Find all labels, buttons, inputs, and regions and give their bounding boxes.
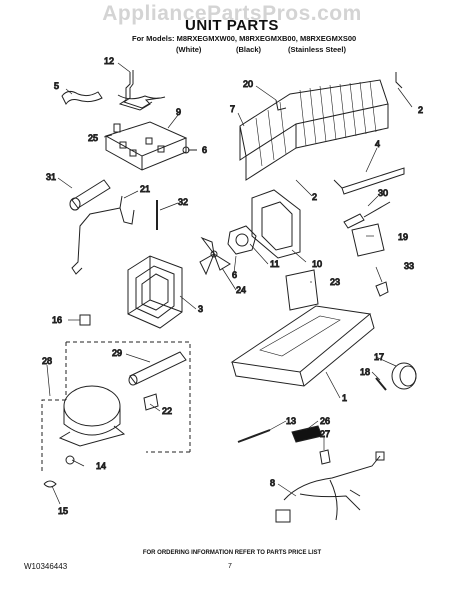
part-grommet — [65, 455, 75, 465]
part-base-plate — [230, 305, 375, 387]
callout: 32 — [178, 197, 188, 207]
part-condenser — [239, 72, 403, 181]
part-tube — [237, 429, 271, 443]
part-axle — [375, 377, 387, 391]
part-spring-clip — [43, 480, 57, 488]
variant-stainless: (Stainless Steel) — [288, 45, 346, 54]
callout: 33 — [404, 261, 414, 271]
part-drain-tube — [341, 167, 405, 195]
callout: 9 — [176, 107, 181, 117]
part-small-clip — [375, 281, 389, 297]
callout: 30 — [378, 188, 388, 198]
part-overload — [143, 393, 159, 411]
callout: 12 — [104, 56, 114, 66]
callout: 25 — [88, 133, 98, 143]
callout: 11 — [270, 259, 279, 269]
leader-lines — [46, 62, 413, 505]
callout: 20 — [243, 79, 253, 89]
part-pad — [291, 425, 323, 443]
callout: 10 — [312, 259, 322, 269]
callout: 19 — [398, 232, 408, 242]
part-wheel — [391, 362, 417, 390]
callout: 23 — [330, 277, 340, 287]
variant-black: (Black) — [236, 45, 262, 54]
callout-labels: 12 5 9 25 6 20 7 2 4 2 31 21 32 30 19 10… — [42, 56, 424, 517]
ordering-info: FOR ORDERING INFORMATION REFER TO PARTS … — [142, 550, 322, 556]
part-foam-block-2 — [285, 269, 319, 311]
callout: 2 — [312, 192, 317, 202]
callout: 3 — [198, 304, 203, 314]
models-line: For Models: M8RXEGMXW00, M8RXEGMXB00, M8… — [132, 34, 357, 43]
page-number: 7 — [228, 563, 232, 570]
part-compressor — [58, 385, 126, 447]
callout: 6 — [202, 145, 207, 155]
callout: 7 — [230, 104, 235, 114]
callout: 26 — [320, 416, 330, 426]
part-relay — [128, 351, 187, 386]
callout: 31 — [46, 172, 56, 182]
callout: 15 — [58, 506, 68, 516]
compressor-group-outline — [41, 341, 191, 472]
document-number: W10346443 — [24, 562, 68, 571]
part-fan-blade — [199, 236, 231, 276]
part-heater-coil — [117, 70, 166, 111]
page-title: UNIT PARTS — [185, 17, 279, 34]
part-fan-shroud — [251, 189, 301, 259]
callout: 4 — [375, 139, 380, 149]
part-small-clamp — [79, 314, 91, 326]
callout: 1 — [342, 393, 347, 403]
part-foam-tube — [69, 179, 111, 211]
callout: 14 — [96, 461, 106, 471]
part-drain-tube-end — [333, 179, 343, 189]
callout: 8 — [270, 478, 275, 488]
part-harness-clip — [319, 449, 331, 465]
part-control-box — [104, 121, 188, 171]
callout: 5 — [54, 81, 59, 91]
callout: 2 — [418, 105, 423, 115]
part-foam-block — [351, 223, 385, 257]
part-wire-harness — [275, 451, 385, 523]
callout: 24 — [236, 285, 246, 295]
part-fan-motor — [227, 225, 257, 255]
watermark: AppliancePartsPros.com — [102, 2, 362, 25]
part-bracket — [71, 195, 135, 275]
callout: 16 — [52, 315, 62, 325]
callout: 29 — [112, 348, 122, 358]
callout: 13 — [286, 416, 296, 426]
callout: 6 — [232, 270, 237, 280]
callout: 28 — [42, 356, 52, 366]
part-screw — [182, 146, 197, 154]
callout: 27 — [320, 429, 330, 439]
variant-white: (White) — [176, 45, 202, 54]
callout: 17 — [374, 352, 384, 362]
part-coil-box — [127, 255, 183, 329]
part-clip — [61, 90, 103, 105]
callout: 22 — [162, 406, 172, 416]
callout: 18 — [360, 367, 370, 377]
part-connector — [343, 201, 391, 229]
callout: 21 — [140, 184, 150, 194]
